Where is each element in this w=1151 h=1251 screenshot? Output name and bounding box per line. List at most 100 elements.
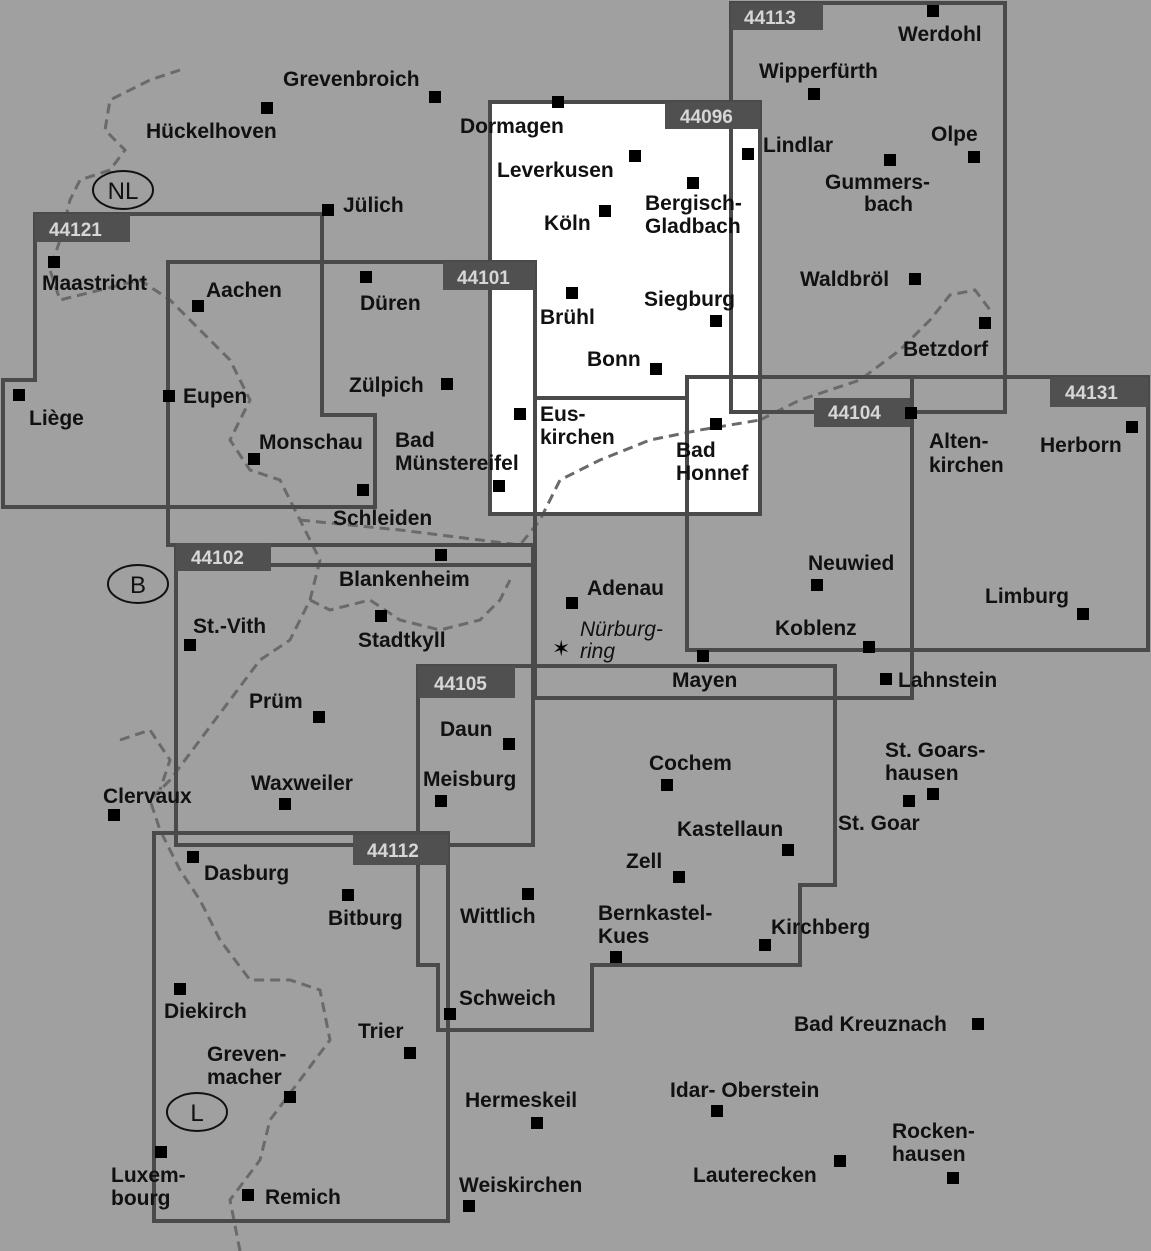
sheet-number: 44131 <box>1065 383 1118 404</box>
town-label: Kastellaun <box>677 818 783 841</box>
town-label: Trier <box>358 1020 404 1043</box>
town-label: Honnef <box>676 462 749 485</box>
town-label: Siegburg <box>644 288 735 311</box>
town-label: Eupen <box>183 385 247 408</box>
town-label: Dormagen <box>460 115 564 138</box>
sheet-tag-44131[interactable]: 44131 <box>1050 377 1148 407</box>
town-label: Monschau <box>259 431 363 454</box>
sheet-44121-outline[interactable] <box>1 212 377 509</box>
town-label: Jülich <box>343 194 404 217</box>
sheet-number: 44096 <box>680 107 733 128</box>
town-label: Düren <box>360 292 421 315</box>
sheet-44102-outline[interactable] <box>174 543 535 847</box>
sheet-number: 44102 <box>191 548 244 569</box>
sheet-44131-outline[interactable] <box>685 375 1150 652</box>
town-label: Blankenheim <box>339 568 470 591</box>
town-label: Cochem <box>649 752 732 775</box>
town-label: Prüm <box>249 690 303 713</box>
sheet-tag-44113[interactable]: 44113 <box>731 3 823 30</box>
town-label: Dasburg <box>204 862 289 885</box>
town-label: Hückelhoven <box>146 120 277 143</box>
town-label: Gummers- <box>825 171 930 194</box>
country-l: L <box>166 1092 228 1132</box>
town-label: Bad <box>676 439 716 462</box>
town-label: Liège <box>29 407 84 430</box>
town-label: Bernkastel- <box>598 902 712 925</box>
sheet-number: 44112 <box>367 841 419 862</box>
sheet-44105-outline[interactable] <box>416 664 837 1032</box>
country-labels: NL B L <box>92 170 228 1132</box>
town-label: St. Goar <box>838 812 920 835</box>
town-label: Waxweiler <box>251 772 353 795</box>
town-label: Stadtkyll <box>358 629 446 652</box>
town-labels: Grevenbroich Hückelhoven Dormagen Leverk… <box>29 23 1122 1210</box>
sheet-number: 44113 <box>744 8 796 29</box>
sheet-tag-44096[interactable]: 44096 <box>665 102 760 129</box>
town-label: Bergisch- <box>645 192 742 215</box>
sheet-number: 44121 <box>49 220 102 241</box>
sheet-number: 44105 <box>434 674 487 695</box>
town-label: Lindlar <box>763 134 833 157</box>
sheet-number: 44101 <box>457 268 510 289</box>
town-label: hausen <box>892 1143 966 1166</box>
town-label: Bad <box>395 429 435 452</box>
town-label: Zell <box>626 850 662 873</box>
town-label: Köln <box>544 212 591 235</box>
town-label: hausen <box>885 762 959 785</box>
sheet-tag-44112[interactable]: 44112 <box>353 835 448 865</box>
star-icon: ✶ <box>552 636 570 661</box>
town-label: Wittlich <box>460 905 536 928</box>
town-label: Lauterecken <box>693 1164 817 1187</box>
town-label: Hermeskeil <box>465 1089 577 1112</box>
town-label: Bitburg <box>328 907 403 930</box>
town-label: Idar- Oberstein <box>670 1079 819 1102</box>
town-label: Limburg <box>985 585 1069 608</box>
town-label: Betzdorf <box>903 338 989 361</box>
town-label: Wipperfürth <box>759 60 878 83</box>
town-label: Weiskirchen <box>459 1174 582 1197</box>
sheet-tag-44101[interactable]: 44101 <box>443 262 535 290</box>
town-label: Maastricht <box>42 272 147 295</box>
town-label: Bad Kreuznach <box>794 1013 947 1036</box>
town-label: Luxem- <box>111 1164 186 1187</box>
town-label: Diekirch <box>164 1000 247 1023</box>
town-label: Waldbröl <box>800 268 889 291</box>
sheet-tag-44104[interactable]: 44104 <box>814 398 910 427</box>
town-label: Münstereifel <box>395 452 519 475</box>
town-label: Leverkusen <box>497 159 614 182</box>
town-label: Bonn <box>587 348 641 371</box>
sheet-tag-44105[interactable]: 44105 <box>418 666 515 698</box>
town-label: Gladbach <box>645 215 741 238</box>
sheet-number: 44104 <box>828 403 881 424</box>
town-label: Schweich <box>459 987 556 1010</box>
sheet-44112-outline[interactable] <box>152 831 450 1223</box>
sheet-44096-outline[interactable] <box>488 100 762 516</box>
town-label: Herborn <box>1040 434 1122 457</box>
town-label: macher <box>207 1066 282 1089</box>
town-label: Koblenz <box>775 617 857 640</box>
town-label: Clervaux <box>103 785 192 808</box>
town-label: Grevenbroich <box>283 68 420 91</box>
sheet-tag-44121[interactable]: 44121 <box>35 214 130 242</box>
town-label: Greven- <box>207 1043 286 1066</box>
sheet-tag-44102[interactable]: 44102 <box>176 543 271 571</box>
country-borders <box>48 68 992 1251</box>
town-label: Rocken- <box>892 1120 975 1143</box>
town-label: Olpe <box>931 123 978 146</box>
town-label: Remich <box>265 1186 341 1209</box>
sheet-tags: 44096 44113 44101 44121 44102 44105 4410… <box>35 3 1148 865</box>
town-label: Kirchberg <box>771 916 870 939</box>
town-label: Aachen <box>206 279 282 302</box>
town-label: bach <box>864 193 913 216</box>
town-label: Adenau <box>587 577 664 600</box>
town-label: Meisburg <box>423 768 516 791</box>
town-label: bourg <box>111 1187 170 1210</box>
country-b: B <box>107 564 169 604</box>
town-label: Zülpich <box>349 374 424 397</box>
town-label: Mayen <box>672 669 737 692</box>
poi-nuerburgring: ✶ Nürburg- ring <box>552 618 663 663</box>
town-label: Brühl <box>540 306 595 329</box>
town-label: Lahnstein <box>898 669 997 692</box>
poi-label: ring <box>580 640 615 663</box>
